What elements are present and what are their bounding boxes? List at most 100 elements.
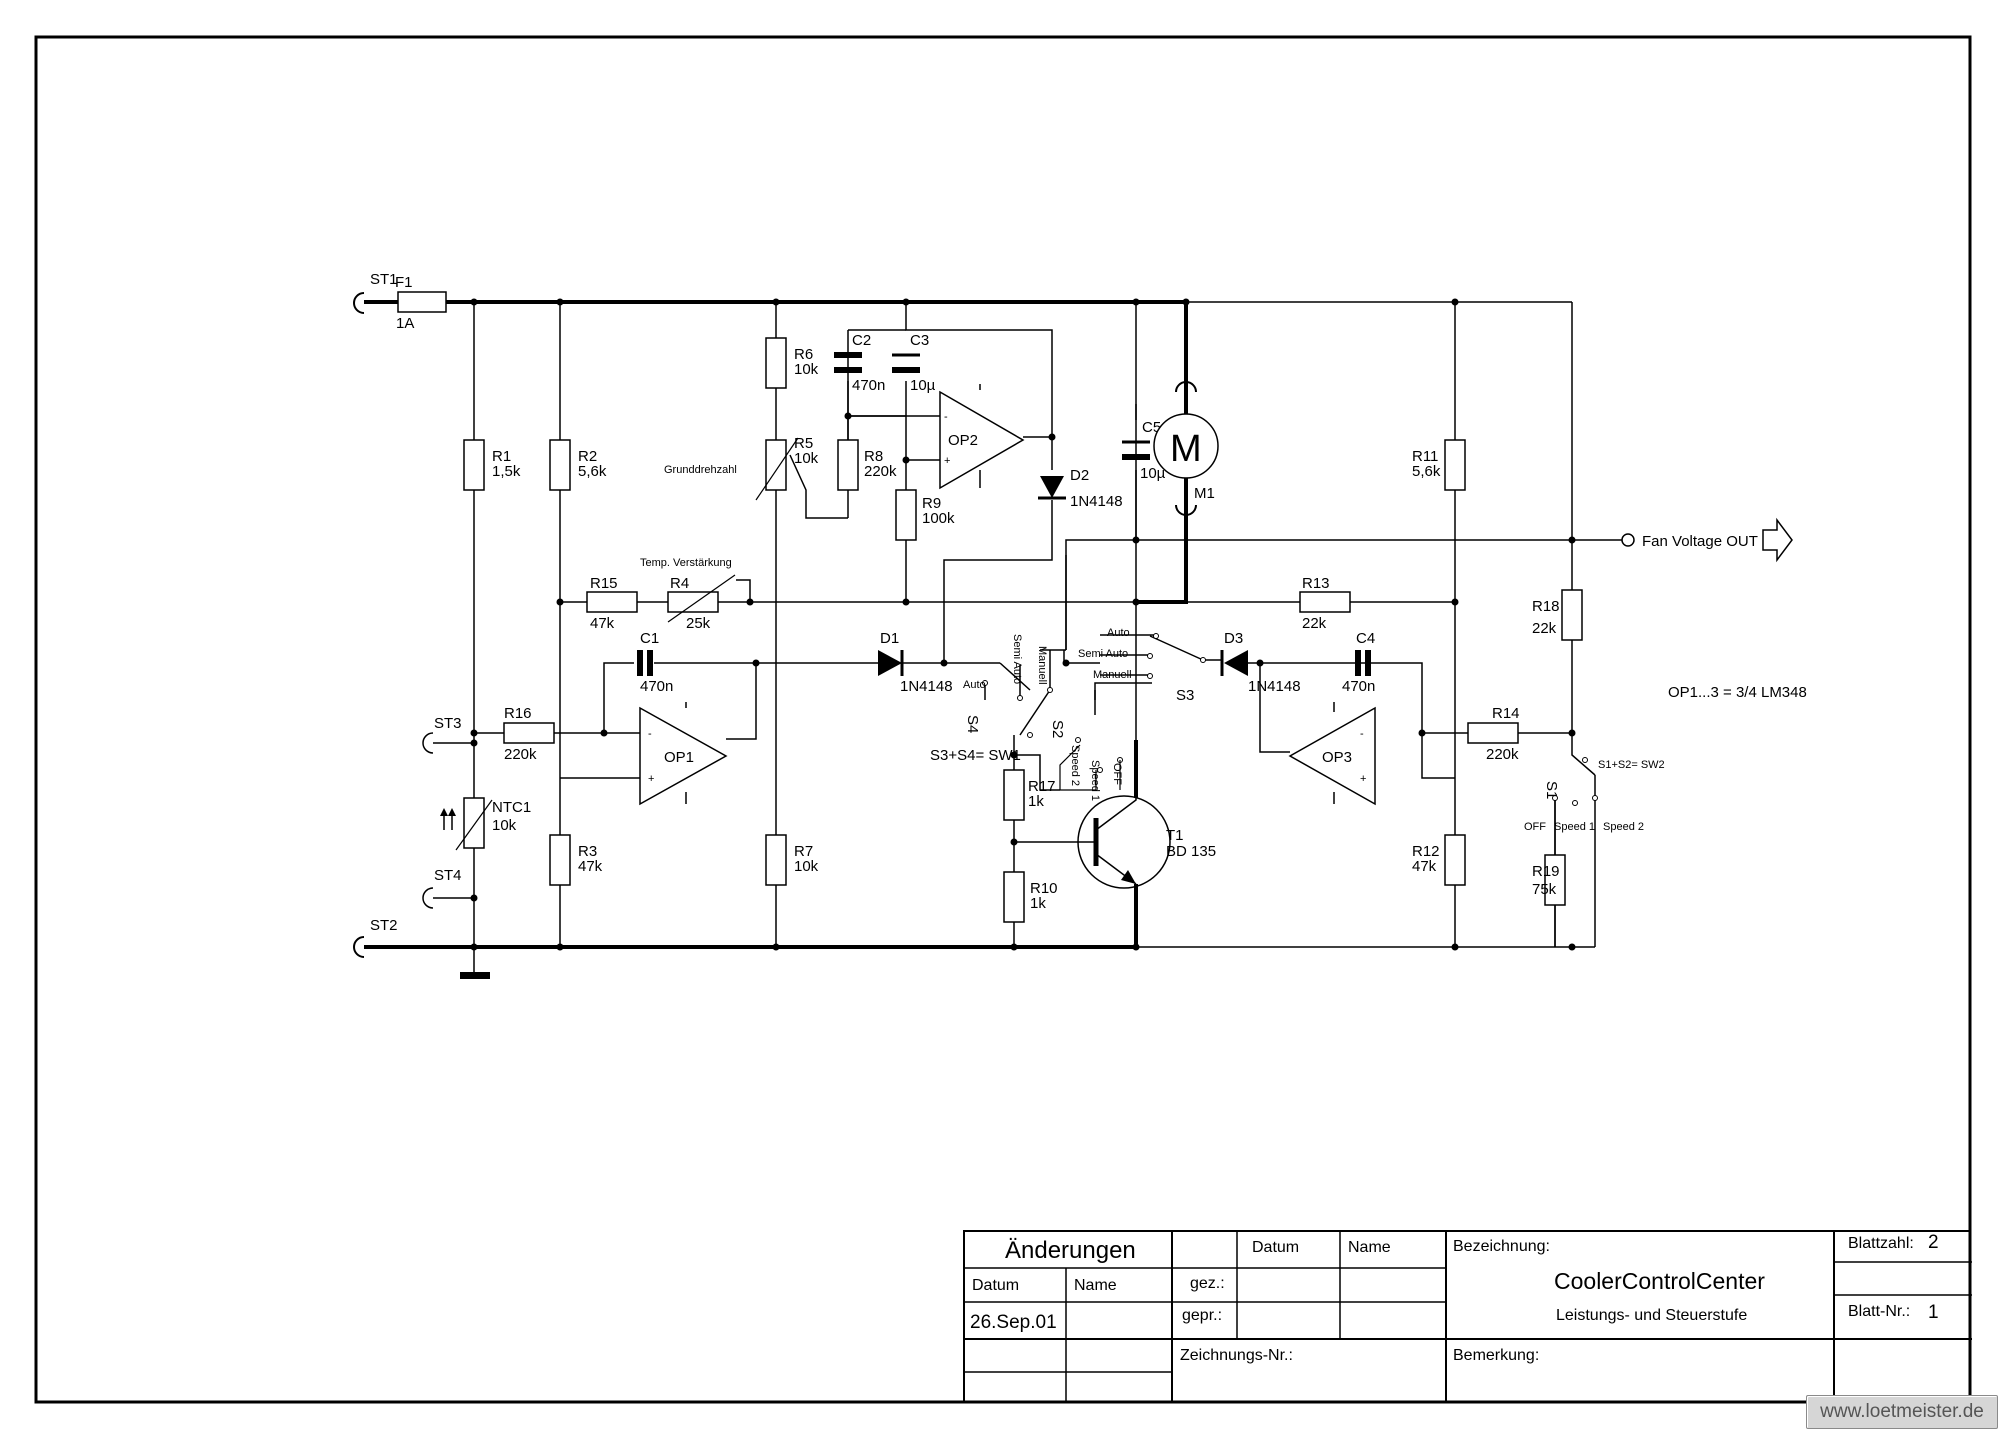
svg-text:1A: 1A — [396, 315, 414, 332]
svg-text:T1: T1 — [1166, 827, 1184, 844]
title-block-change-date: 26.Sep.01 — [970, 1312, 1057, 1333]
svg-text:-: - — [1360, 728, 1364, 740]
svg-text:Semi Auto: Semi Auto — [1078, 648, 1128, 660]
resistor-r15: R15 47k — [586, 575, 638, 632]
resistor-r11: R11 5,6k — [1412, 439, 1466, 491]
svg-text:S2: S2 — [1049, 720, 1066, 738]
svg-text:M1: M1 — [1194, 485, 1215, 502]
capacitor-c5: C5 10µ — [1122, 419, 1166, 482]
svg-text:25k: 25k — [686, 615, 711, 632]
svg-text:R10: R10 — [1030, 880, 1058, 897]
svg-text:220k: 220k — [1486, 746, 1519, 763]
resistor-r8: R8 220k — [837, 439, 897, 491]
opamp-op1: OP1 - + — [639, 706, 728, 806]
svg-text:S1: S1 — [1543, 781, 1560, 799]
label-opamp-note: OP1...3 = 3/4 LM348 — [1668, 684, 1807, 701]
svg-text:1N4148: 1N4148 — [1248, 678, 1301, 695]
svg-text:NTC1: NTC1 — [492, 799, 531, 816]
svg-text:470n: 470n — [640, 678, 673, 695]
svg-text:+: + — [944, 455, 950, 467]
resistor-r10: R10 1k — [1003, 871, 1058, 923]
resistor-r1: R1 1,5k — [463, 439, 521, 491]
svg-text:10k: 10k — [492, 817, 517, 834]
title-block-name-col: Name — [1074, 1277, 1117, 1294]
svg-text:C1: C1 — [640, 630, 659, 647]
diode-d2: D2 1N4148 — [1038, 467, 1123, 510]
svg-text:1N4148: 1N4148 — [900, 678, 953, 695]
svg-text:1,5k: 1,5k — [492, 463, 521, 480]
capacitor-c3: C3 10µ — [892, 332, 936, 394]
svg-text:10k: 10k — [794, 450, 819, 467]
svg-text:C4: C4 — [1356, 630, 1375, 647]
title-block-blatt-nr-label: Blatt-Nr.: — [1848, 1303, 1910, 1320]
svg-text:Manuell: Manuell — [1093, 669, 1132, 681]
title-block-zeichnungs-nr: Zeichnungs-Nr.: — [1180, 1347, 1293, 1364]
svg-text:10k: 10k — [794, 858, 819, 875]
connector-st2: ST2 — [353, 917, 398, 958]
switch-s3: Auto Semi Auto Manuell S3 — [1078, 627, 1206, 704]
svg-text:1N4148: 1N4148 — [1070, 493, 1123, 510]
svg-text:100k: 100k — [922, 510, 955, 527]
resistor-r12: R12 47k — [1412, 834, 1466, 886]
resistor-r5: R5 10k — [755, 435, 819, 501]
svg-text:ST4: ST4 — [434, 867, 462, 884]
title-block-bezeichnung: Bezeichnung: — [1453, 1238, 1550, 1255]
svg-text:R1: R1 — [492, 448, 511, 465]
transistor-t1: T1 BD 135 — [1077, 740, 1216, 947]
svg-text:C2: C2 — [852, 332, 871, 349]
svg-text:R19: R19 — [1532, 863, 1560, 880]
svg-text:D1: D1 — [880, 630, 899, 647]
title-block-blatt-nr: 1 — [1928, 1302, 1939, 1323]
svg-text:R12: R12 — [1412, 843, 1440, 860]
svg-text:1k: 1k — [1028, 793, 1044, 810]
svg-text:22k: 22k — [1302, 615, 1327, 632]
resistor-r7: R7 10k — [765, 834, 819, 886]
switch-s4: Auto Semi Auto Manuell S4 S3+S4= SW1 — [930, 634, 1053, 764]
resistor-r9: R9 100k — [895, 489, 955, 541]
svg-text:10k: 10k — [794, 361, 819, 378]
junction-dots — [470, 298, 1576, 951]
title-block-bemerkung: Bemerkung: — [1453, 1347, 1539, 1364]
svg-text:S4: S4 — [964, 715, 981, 733]
resistor-r4: R4 25k — [667, 574, 736, 632]
title-block-blattzahl: 2 — [1928, 1232, 1939, 1253]
svg-text:R5: R5 — [794, 435, 813, 452]
resistor-r17: R17 1k — [1003, 769, 1056, 821]
svg-text:R15: R15 — [590, 575, 618, 592]
svg-text:D2: D2 — [1070, 467, 1089, 484]
title-block-name: Name — [1348, 1239, 1391, 1256]
ground-symbol — [460, 972, 490, 979]
svg-text:+: + — [1360, 773, 1366, 785]
capacitor-c2: C2 470n — [834, 332, 885, 394]
resistor-r6: R6 10k — [765, 337, 819, 389]
svg-text:Speed 1: Speed 1 — [1554, 821, 1595, 833]
resistor-r14: R14 220k — [1467, 705, 1520, 763]
svg-text:R17: R17 — [1028, 778, 1056, 795]
svg-text:R16: R16 — [504, 705, 532, 722]
resistor-r2: R2 5,6k — [549, 439, 607, 491]
svg-text:Fan Voltage OUT: Fan Voltage OUT — [1642, 533, 1758, 550]
svg-text:Semi Auto: Semi Auto — [1011, 634, 1023, 684]
connector-st4: ST4 — [422, 867, 474, 909]
svg-text:75k: 75k — [1532, 881, 1557, 898]
svg-text:R8: R8 — [864, 448, 883, 465]
title-block-title: CoolerControlCenter — [1554, 1268, 1765, 1294]
svg-text:Manuell: Manuell — [1036, 646, 1048, 685]
svg-text:22k: 22k — [1532, 620, 1557, 637]
title-block-gepr: gepr.: — [1182, 1307, 1222, 1324]
svg-text:F1: F1 — [395, 274, 413, 291]
watermark-link[interactable]: www.loetmeister.de — [1806, 1395, 1998, 1429]
svg-text:C5: C5 — [1142, 419, 1161, 436]
diode-d3: D3 1N4148 — [1220, 630, 1301, 695]
title-block — [963, 1230, 1972, 1403]
svg-text:OFF: OFF — [1524, 821, 1546, 833]
svg-text:D3: D3 — [1224, 630, 1243, 647]
svg-text:10µ: 10µ — [1140, 465, 1166, 482]
title-block-gez: gez.: — [1190, 1275, 1225, 1292]
label-temp-verstaerkung: Temp. Verstärkung — [640, 557, 732, 569]
resistor-r18: R18 22k — [1532, 589, 1583, 641]
svg-text:47k: 47k — [578, 858, 603, 875]
svg-text:Auto: Auto — [1107, 627, 1130, 639]
svg-text:C3: C3 — [910, 332, 929, 349]
